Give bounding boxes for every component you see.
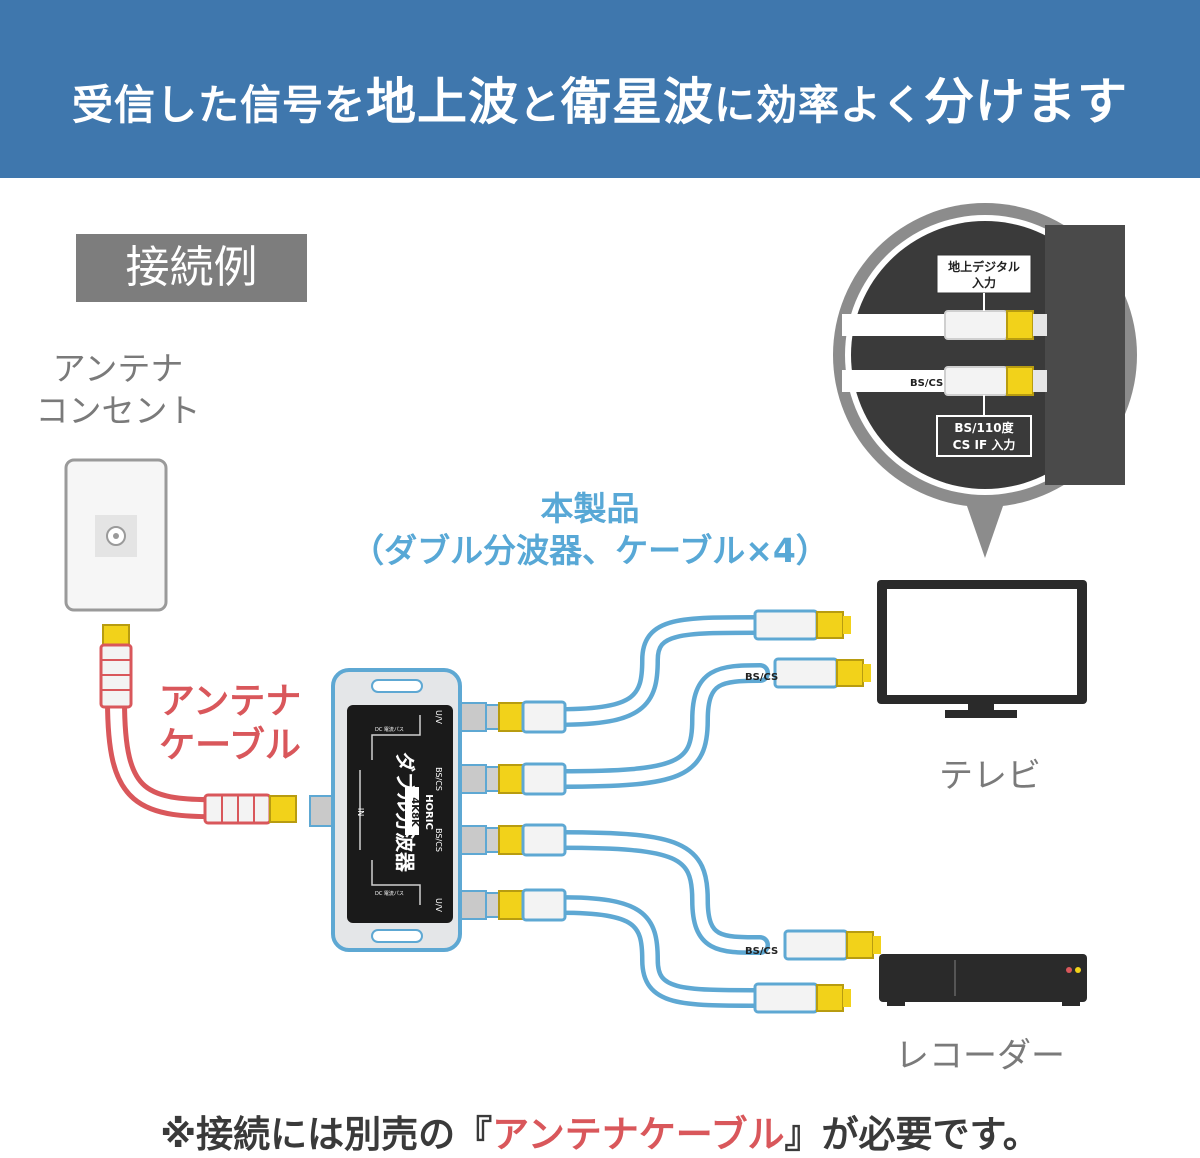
recorder-bscs-cable-tag: BS/CS <box>745 946 778 957</box>
antenna-cable <box>99 624 297 825</box>
product-cables <box>550 615 770 1008</box>
callout-terrestrial-line2: 入力 <box>972 275 996 290</box>
splitter-4k8k-badge: 4K8K <box>409 797 420 828</box>
footnote-prefix: ※接続には別売の『 <box>160 1113 493 1156</box>
connection-example-label: 接続例 <box>76 234 307 302</box>
banner-text-1: 受信した信号を <box>72 81 366 129</box>
antenna-outlet-line1: アンテナ <box>52 349 184 388</box>
recorder-icon <box>879 954 1087 1006</box>
callout-bs-input-line1: BS/110度 <box>954 420 1014 435</box>
banner-text-5: に効率よく <box>714 81 924 129</box>
splitter-port-in: IN <box>356 808 365 816</box>
antenna-cable-line1: アンテナ <box>158 681 302 722</box>
splitter-bottom-small-label: DC 電流パス <box>375 890 404 897</box>
antenna-cable-label: アンテナ ケーブル <box>150 680 310 768</box>
antenna-outlet-label: アンテナ コンセント <box>28 348 208 432</box>
device-side-connectors <box>753 609 881 1014</box>
banner-title: 受信した信号を地上波と衛星波に効率よく分けます <box>0 62 1200 134</box>
callout-bs-input-line2: CS IF 入力 <box>953 437 1016 452</box>
double-splitter: ダブル分波器 4K8K HORIC IN U/V BS/CS BS/CS U/V… <box>309 668 487 952</box>
banner-text-terrestrial: 地上波 <box>366 73 519 131</box>
callout-terrestrial-line1: 地上デジタル <box>948 259 1020 274</box>
antenna-cable-line2: ケーブル <box>159 725 301 766</box>
product-label-line2: （ダブル分波器、ケーブル×4） <box>351 531 829 570</box>
recorder-label: レコーダー <box>895 1036 1065 1076</box>
banner-text-satellite: 衛星波 <box>561 73 714 131</box>
splitter-port-bscs-top: BS/CS <box>434 767 443 791</box>
product-label-line1: 本製品 <box>540 489 640 528</box>
banner-text-split: 分けます <box>924 73 1128 131</box>
wall-outlet <box>64 458 168 612</box>
product-label: 本製品 （ダブル分波器、ケーブル×4） <box>290 488 890 572</box>
banner-text-3: と <box>519 81 561 129</box>
splitter-port-bscs-bottom: BS/CS <box>434 828 443 852</box>
tv-icon <box>877 580 1087 718</box>
tv-input-callout: 地上デジタル 入力 BS/CS BS/110度 CS IF 入力 <box>833 203 1137 558</box>
callout-bscs-tag: BS/CS <box>910 378 943 389</box>
antenna-outlet-line2: コンセント <box>35 391 201 430</box>
tv-bscs-cable-tag: BS/CS <box>745 672 778 683</box>
tv-label: テレビ <box>939 756 1041 796</box>
splitter-brand: HORIC <box>423 794 434 830</box>
footnote-highlight: アンテナケーブル <box>492 1113 785 1156</box>
splitter-top-small-label: DC 電流パス <box>375 726 404 733</box>
header-banner: 受信した信号を地上波と衛星波に効率よく分けます <box>0 0 1200 178</box>
splitter-port-uv-top: U/V <box>434 710 443 725</box>
footnote-suffix: 』が必要です。 <box>784 1113 1040 1156</box>
splitter-port-uv-bottom: U/V <box>434 898 443 913</box>
footnote: ※接続には別売の『アンテナケーブル』が必要です。 <box>0 1104 1200 1158</box>
splitter-side-connectors <box>484 700 567 922</box>
